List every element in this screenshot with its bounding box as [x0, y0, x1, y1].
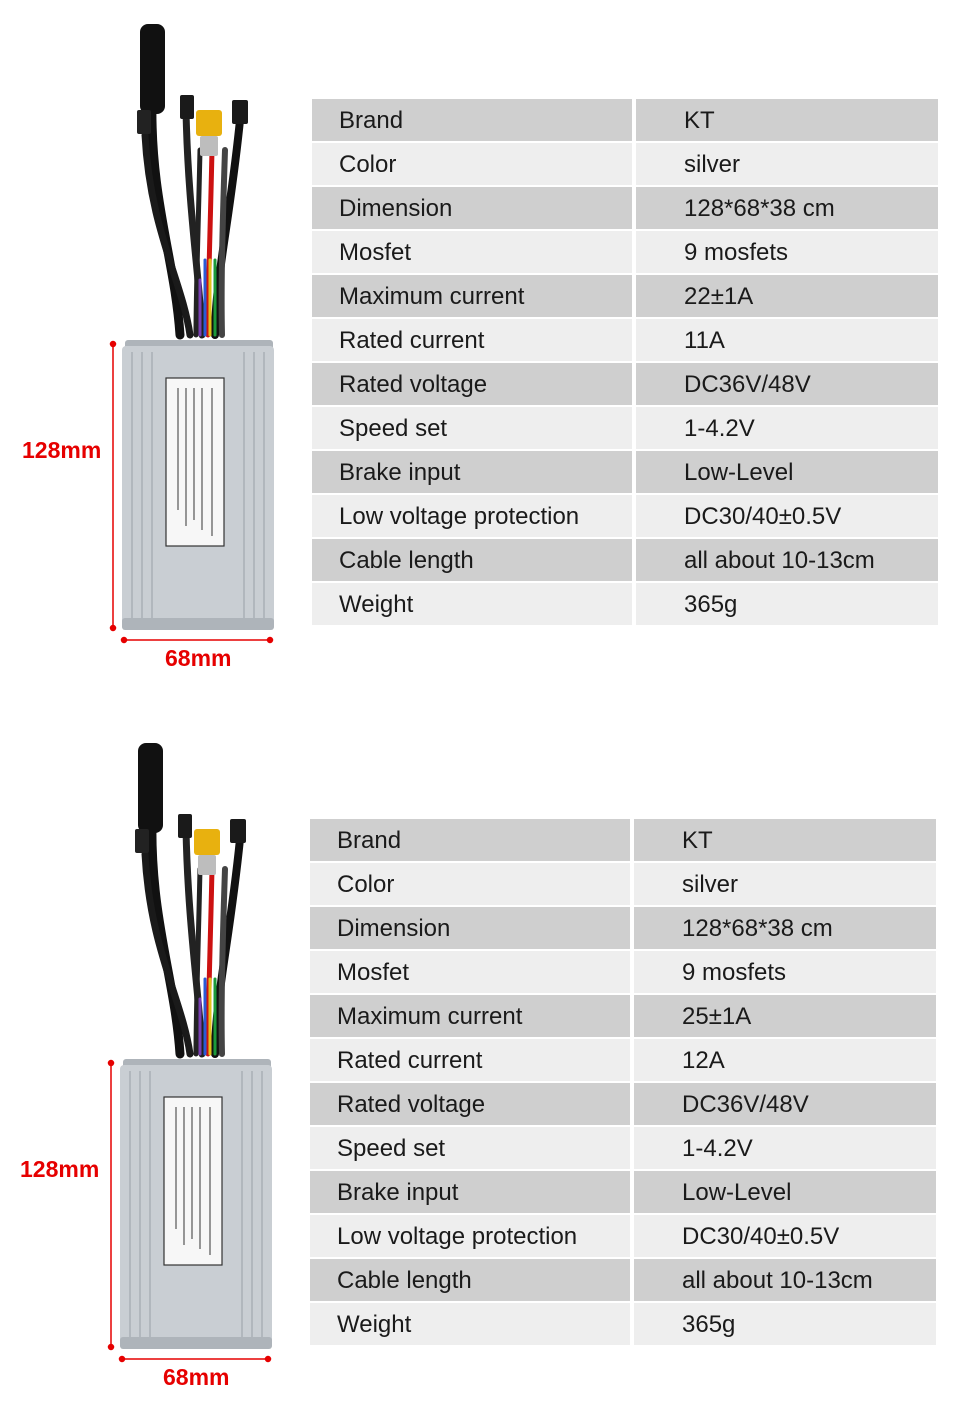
spec-row-dimension: Dimension 128*68*38 cm	[310, 907, 936, 951]
spec-key: Dimension	[312, 187, 632, 229]
spec-key: Maximum current	[310, 995, 630, 1037]
spec-key: Color	[310, 863, 630, 905]
spec-key: Maximum current	[312, 275, 632, 317]
spec-row-brand: Brand KT	[312, 99, 938, 143]
spec-value: 22±1A	[636, 275, 938, 317]
spec-value: all about 10-13cm	[634, 1259, 936, 1301]
spec-value: 128*68*38 cm	[634, 907, 936, 949]
spec-key: Rated current	[310, 1039, 630, 1081]
spec-value: KT	[636, 99, 938, 141]
product-section-2: 128mm 68mm Brand KT Color silver Dimensi…	[0, 719, 960, 1419]
spec-key: Cable length	[310, 1259, 630, 1301]
height-dimension-label: 128mm	[20, 1156, 100, 1182]
spec-key: Low voltage protection	[310, 1215, 630, 1257]
width-dimension-label: 68mm	[165, 645, 232, 671]
spec-value: all about 10-13cm	[636, 539, 938, 581]
spec-key: Dimension	[310, 907, 630, 949]
spec-table: Brand KT Color silver Dimension 128*68*3…	[310, 819, 936, 1347]
spec-row-color: Color silver	[312, 143, 938, 187]
spec-row-weight: Weight 365g	[310, 1303, 936, 1347]
spec-row-cable-length: Cable length all about 10-13cm	[310, 1259, 936, 1303]
spec-value: 365g	[636, 583, 938, 625]
spec-value: Low-Level	[636, 451, 938, 493]
spec-value: 25±1A	[634, 995, 936, 1037]
controller-image: 128mm 68mm	[0, 719, 300, 1419]
spec-row-maximum-current: Maximum current 25±1A	[310, 995, 936, 1039]
spec-row-low-voltage-protection: Low voltage protection DC30/40±0.5V	[312, 495, 938, 539]
spec-value: 1-4.2V	[636, 407, 938, 449]
spec-row-brand: Brand KT	[310, 819, 936, 863]
spec-value: silver	[636, 143, 938, 185]
spec-row-rated-voltage: Rated voltage DC36V/48V	[310, 1083, 936, 1127]
controller-illustration	[107, 743, 272, 1363]
spec-key: Mosfet	[310, 951, 630, 993]
spec-row-rated-voltage: Rated voltage DC36V/48V	[312, 363, 938, 407]
spec-key: Rated voltage	[312, 363, 632, 405]
spec-row-mosfet: Mosfet 9 mosfets	[312, 231, 938, 275]
spec-row-brake-input: Brake input Low-Level	[310, 1171, 936, 1215]
spec-value: 9 mosfets	[634, 951, 936, 993]
spec-row-speed-set: Speed set 1-4.2V	[310, 1127, 936, 1171]
spec-key: Low voltage protection	[312, 495, 632, 537]
spec-value: DC30/40±0.5V	[636, 495, 938, 537]
spec-key: Brand	[310, 819, 630, 861]
spec-value: 365g	[634, 1303, 936, 1345]
controller-image: 128mm 68mm	[0, 0, 300, 700]
product-section-1: 128mm 68mm Brand KT Color silver Dimensi…	[0, 0, 960, 700]
spec-key: Brake input	[310, 1171, 630, 1213]
spec-row-rated-current: Rated current 12A	[310, 1039, 936, 1083]
spec-table: Brand KT Color silver Dimension 128*68*3…	[312, 99, 938, 627]
spec-value: 9 mosfets	[636, 231, 938, 273]
spec-row-low-voltage-protection: Low voltage protection DC30/40±0.5V	[310, 1215, 936, 1259]
spec-value: KT	[634, 819, 936, 861]
spec-key: Cable length	[312, 539, 632, 581]
spec-value: Low-Level	[634, 1171, 936, 1213]
spec-value: 12A	[634, 1039, 936, 1081]
height-dimension-label: 128mm	[22, 437, 102, 463]
spec-key: Brand	[312, 99, 632, 141]
spec-row-mosfet: Mosfet 9 mosfets	[310, 951, 936, 995]
spec-key: Weight	[312, 583, 632, 625]
spec-key: Speed set	[312, 407, 632, 449]
controller-illustration	[109, 24, 274, 644]
spec-value: silver	[634, 863, 936, 905]
spec-value: 128*68*38 cm	[636, 187, 938, 229]
spec-value: DC36V/48V	[636, 363, 938, 405]
spec-value: 11A	[636, 319, 938, 361]
width-dimension-label: 68mm	[163, 1364, 230, 1390]
spec-value: DC36V/48V	[634, 1083, 936, 1125]
spec-row-dimension: Dimension 128*68*38 cm	[312, 187, 938, 231]
spec-key: Speed set	[310, 1127, 630, 1169]
spec-row-weight: Weight 365g	[312, 583, 938, 627]
spec-row-speed-set: Speed set 1-4.2V	[312, 407, 938, 451]
spec-value: DC30/40±0.5V	[634, 1215, 936, 1257]
spec-row-color: Color silver	[310, 863, 936, 907]
spec-row-maximum-current: Maximum current 22±1A	[312, 275, 938, 319]
spec-row-rated-current: Rated current 11A	[312, 319, 938, 363]
spec-key: Color	[312, 143, 632, 185]
spec-key: Rated voltage	[310, 1083, 630, 1125]
spec-row-cable-length: Cable length all about 10-13cm	[312, 539, 938, 583]
spec-key: Weight	[310, 1303, 630, 1345]
spec-value: 1-4.2V	[634, 1127, 936, 1169]
spec-key: Rated current	[312, 319, 632, 361]
spec-key: Mosfet	[312, 231, 632, 273]
spec-key: Brake input	[312, 451, 632, 493]
spec-row-brake-input: Brake input Low-Level	[312, 451, 938, 495]
